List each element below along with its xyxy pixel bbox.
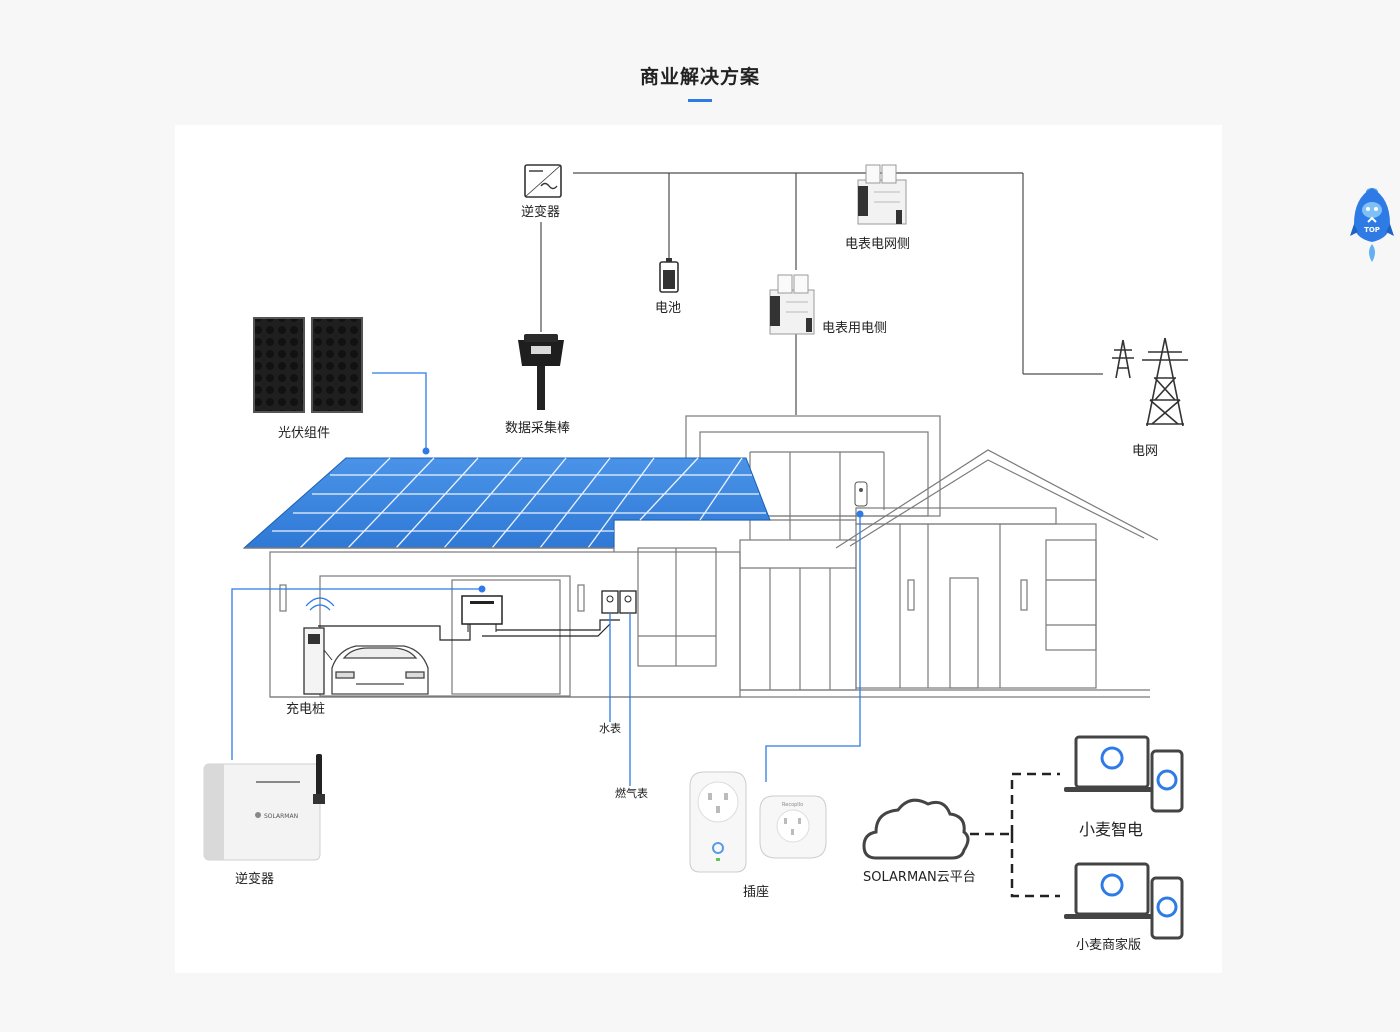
label-inverter-bottom: 逆变器	[235, 872, 275, 887]
app-device-1	[1064, 735, 1184, 813]
inverter-icon	[524, 164, 562, 198]
label-meter-grid: 电表电网侧	[845, 237, 911, 252]
socket-brand-text: Recopllo	[782, 802, 803, 808]
utility-meters-icon	[601, 590, 637, 614]
rocket-icon	[1350, 188, 1394, 262]
car-icon	[331, 645, 429, 695]
label-water-meter: 水表	[599, 722, 621, 735]
solar-roof	[242, 457, 771, 549]
garage-inverter-icon	[461, 595, 503, 632]
cloud-icon	[862, 798, 970, 860]
top-label: TOP	[1364, 226, 1380, 234]
back-to-top-button[interactable]: TOP	[1350, 184, 1394, 266]
label-gas-meter: 燃气表	[615, 787, 648, 800]
label-charger: 充电桩	[286, 702, 326, 717]
smart-socket-device: Recopllo	[689, 771, 827, 873]
app-device-2	[1064, 862, 1184, 940]
meter-grid-icon	[857, 164, 907, 225]
label-app-2: 小麦商家版	[1076, 938, 1142, 953]
charger-icon	[303, 597, 335, 695]
label-socket: 插座	[743, 885, 770, 900]
label-pv-module: 光伏组件	[278, 426, 331, 441]
logger-brand-text: SOLARMAN	[264, 813, 298, 820]
title-underline	[688, 99, 712, 102]
battery-icon	[659, 258, 679, 293]
label-meter-use: 电表用电侧	[822, 321, 888, 336]
label-app-1: 小麦智电	[1079, 820, 1144, 839]
data-logger-device: SOLARMAN	[203, 754, 325, 861]
grid-tower-icon	[1112, 337, 1188, 427]
pv-module-icon	[253, 317, 363, 413]
label-inverter-top: 逆变器	[521, 205, 561, 220]
label-cloud: SOLARMAN云平台	[863, 870, 976, 885]
meter-use-icon	[769, 274, 815, 335]
label-data-stick: 数据采集棒	[505, 421, 571, 436]
page-title: 商业解决方案	[639, 66, 760, 88]
house-outline	[269, 415, 1159, 698]
label-grid: 电网	[1132, 444, 1159, 459]
top-wiring	[540, 172, 1103, 415]
data-stick-icon	[518, 334, 564, 410]
label-battery: 电池	[655, 301, 682, 316]
